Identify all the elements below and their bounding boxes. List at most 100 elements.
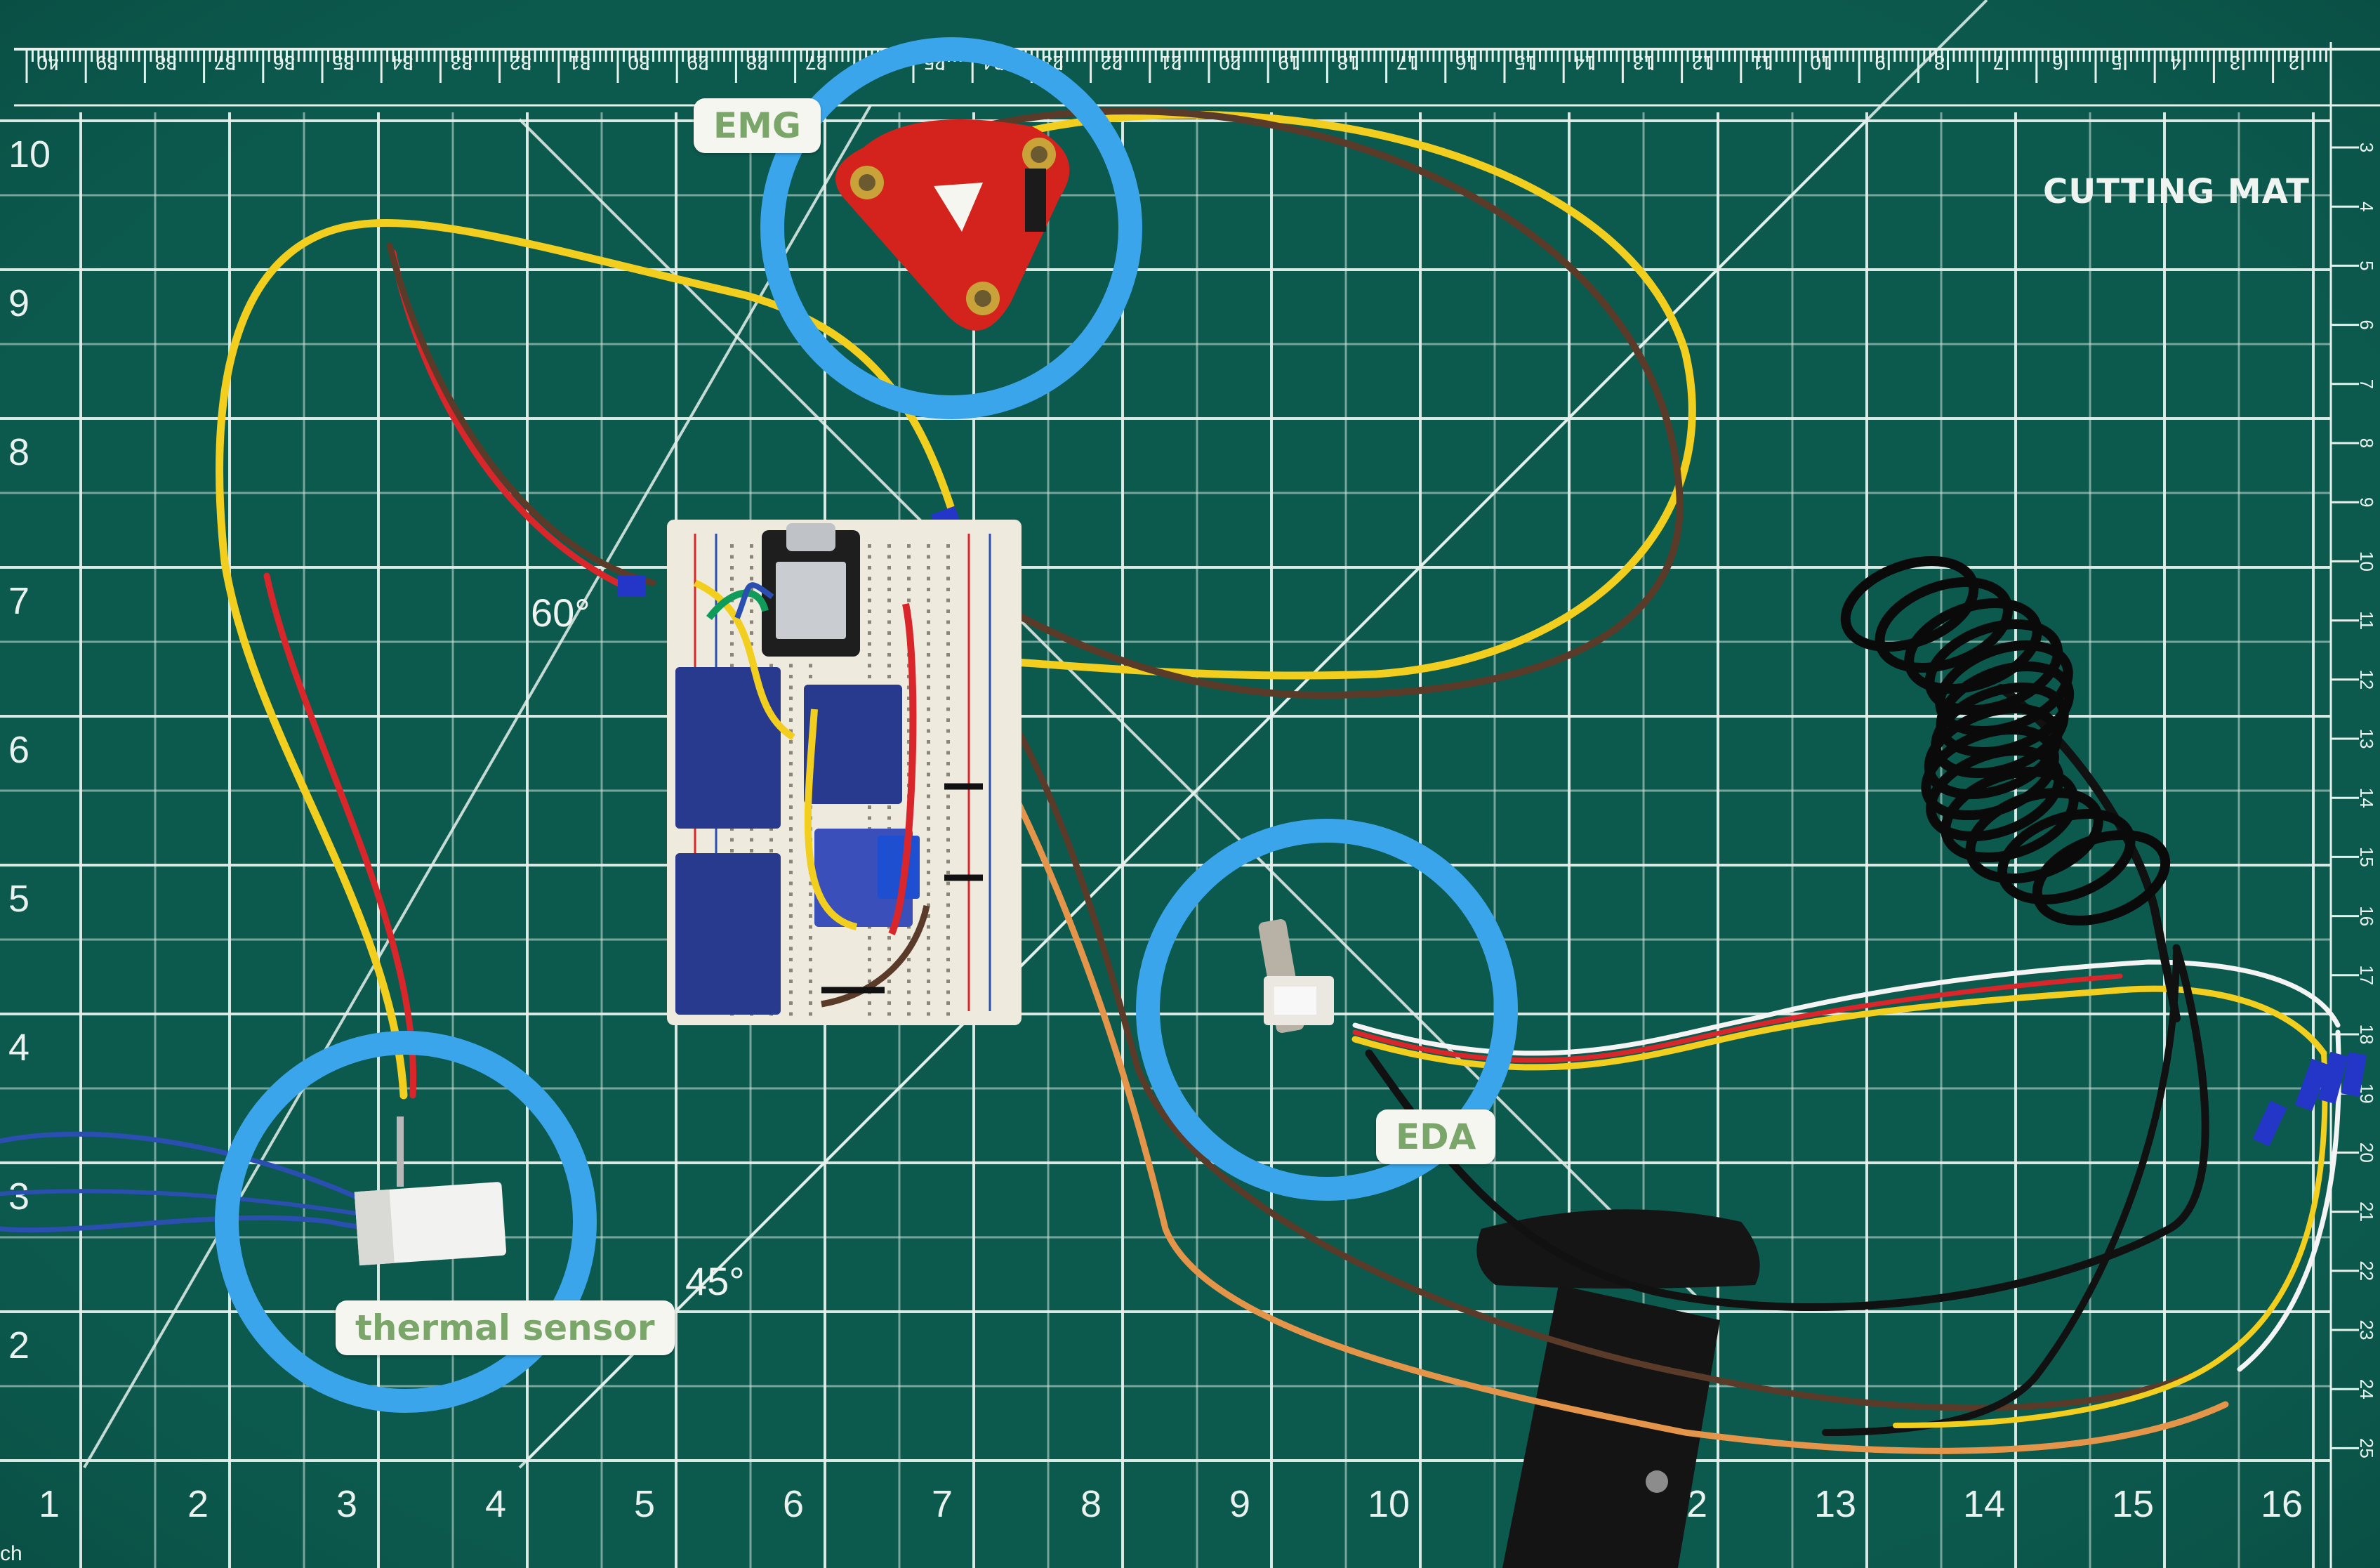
top-cm-label: 18: [1337, 52, 1359, 74]
top-cm-label: 9: [1875, 52, 1886, 74]
top-cm-label: 10: [1810, 52, 1832, 74]
top-cm-label: 15: [1514, 52, 1536, 74]
top-cm-label: 27: [805, 52, 827, 74]
right-cm-label: 8: [2356, 438, 2377, 448]
top-cm-label: 13: [1633, 52, 1655, 74]
bottom-inch-label: 4: [485, 1483, 506, 1525]
right-cm-label: 3: [2356, 143, 2377, 152]
eda-callout-label: EDA: [1376, 1109, 1496, 1164]
left-inch-label: 7: [8, 580, 29, 622]
left-inch-label: 4: [8, 1027, 29, 1069]
top-cm-label: 39: [96, 52, 118, 74]
top-cm-label: 29: [687, 52, 709, 74]
top-cm-label: 34: [392, 52, 414, 74]
left-inch-label: 5: [8, 878, 29, 920]
right-cm-label: 16: [2356, 906, 2377, 926]
top-cm-label: 4: [2170, 52, 2181, 74]
right-cm-label: 4: [2356, 202, 2377, 211]
top-cm-label: 21: [1160, 52, 1182, 74]
top-cm-label: 35: [332, 52, 354, 74]
top-cm-label: 6: [2052, 52, 2063, 74]
bottom-inch-label: 15: [2112, 1483, 2154, 1525]
eda-callout-ring: [1136, 819, 1518, 1201]
bottom-inch-label: 6: [783, 1483, 804, 1525]
right-cm-label: 9: [2356, 497, 2377, 507]
top-cm-label: 14: [1574, 52, 1596, 74]
top-cm-label: 31: [569, 52, 590, 74]
bottom-inch-label: 8: [1080, 1483, 1102, 1525]
top-cm-label: 28: [746, 52, 768, 74]
thermal-sensor-callout-label: thermal sensor: [336, 1300, 675, 1355]
right-cm-label: 15: [2356, 847, 2377, 867]
right-cm-label: 6: [2356, 319, 2377, 329]
right-cm-label: 11: [2356, 611, 2377, 630]
eda-connector-icon: [1258, 919, 1334, 1033]
bottom-inch-labels: 1234567891011213141516: [39, 1483, 2303, 1525]
bottom-inch-label: 3: [336, 1483, 357, 1525]
angle-60-label: 60°: [531, 591, 590, 635]
diagonal-guides: [83, 0, 1988, 1469]
top-cm-label: 12: [1692, 52, 1714, 74]
right-cm-label: 23: [2356, 1320, 2377, 1340]
right-cm-label: 18: [2356, 1025, 2377, 1045]
callout-circles: [215, 37, 1518, 1413]
top-cm-label: 30: [628, 52, 649, 74]
top-cm-label: 16: [1455, 52, 1477, 74]
top-cm-label: 11: [1752, 52, 1772, 74]
right-cm-label: 5: [2356, 261, 2377, 270]
left-inch-label: 8: [8, 431, 29, 473]
right-cm-label: 25: [2356, 1438, 2377, 1458]
emg-callout-ring: [760, 37, 1142, 419]
angle-45-label: 45°: [685, 1259, 745, 1303]
bottom-inch-label: 10: [1368, 1483, 1410, 1525]
left-inch-label: 2: [8, 1324, 29, 1366]
right-cm-label: 22: [2356, 1260, 2377, 1281]
right-cm-label: 21: [2356, 1201, 2377, 1222]
top-cm-label: 7: [1993, 52, 2004, 74]
bottom-inch-label: 7: [932, 1483, 953, 1525]
right-cm-label: 14: [2356, 788, 2377, 808]
top-cm-label: 3: [2230, 52, 2241, 74]
top-cm-label: 19: [1278, 52, 1300, 74]
right-cm-label: 12: [2356, 669, 2377, 690]
left-inch-label: 10: [8, 133, 51, 176]
emg-callout-label: EMG: [694, 98, 821, 153]
wires: [0, 107, 2341, 1454]
bottom-inch-label: 9: [1229, 1483, 1250, 1525]
right-cm-label: 24: [2356, 1379, 2377, 1399]
triangular-emg-sensor-icon: [835, 119, 1070, 331]
unit-fragment-label: ch: [0, 1542, 22, 1565]
thermal-callout-ring: [215, 1031, 597, 1413]
right-cm-label: 13: [2356, 729, 2377, 749]
top-cm-label: 40: [37, 52, 58, 74]
mat-brand-text: CUTTING MAT: [2043, 172, 2310, 211]
top-cm-label: 22: [1101, 52, 1123, 74]
bottom-inch-label: 5: [634, 1483, 655, 1525]
bottom-inch-label: 1: [39, 1483, 60, 1525]
left-inch-label: 6: [8, 729, 29, 771]
breadboard-icon: [667, 520, 1022, 1025]
right-cm-label: 10: [2356, 551, 2377, 572]
top-cm-label: 33: [451, 52, 472, 74]
right-cm-label: 17: [2356, 965, 2377, 985]
top-cm-label: 37: [214, 52, 236, 74]
top-cm-label: 20: [1219, 52, 1241, 74]
top-cm-label: 2: [2289, 52, 2300, 74]
bottom-inch-label: 13: [1814, 1483, 1856, 1525]
top-cm-label: 17: [1396, 52, 1418, 74]
top-cm-label: 32: [510, 52, 531, 74]
left-inch-labels: 10 9 8 7 6 5 4 3 2: [8, 133, 51, 1366]
left-inch-label: 9: [8, 282, 29, 324]
bottom-inch-label: 14: [1963, 1483, 2005, 1525]
right-cm-label: 7: [2356, 379, 2377, 389]
left-inch-label: 3: [8, 1175, 29, 1218]
bottom-inch-label: 2: [187, 1483, 209, 1525]
top-cm-label: 36: [273, 52, 295, 74]
thermal-sensor-housing-icon: [354, 1116, 507, 1266]
top-cm-label: 5: [2111, 52, 2122, 74]
velcro-strap-icon: [1476, 1209, 1760, 1568]
right-cm-label: 20: [2356, 1142, 2377, 1163]
top-cm-label: 8: [1934, 52, 1945, 74]
